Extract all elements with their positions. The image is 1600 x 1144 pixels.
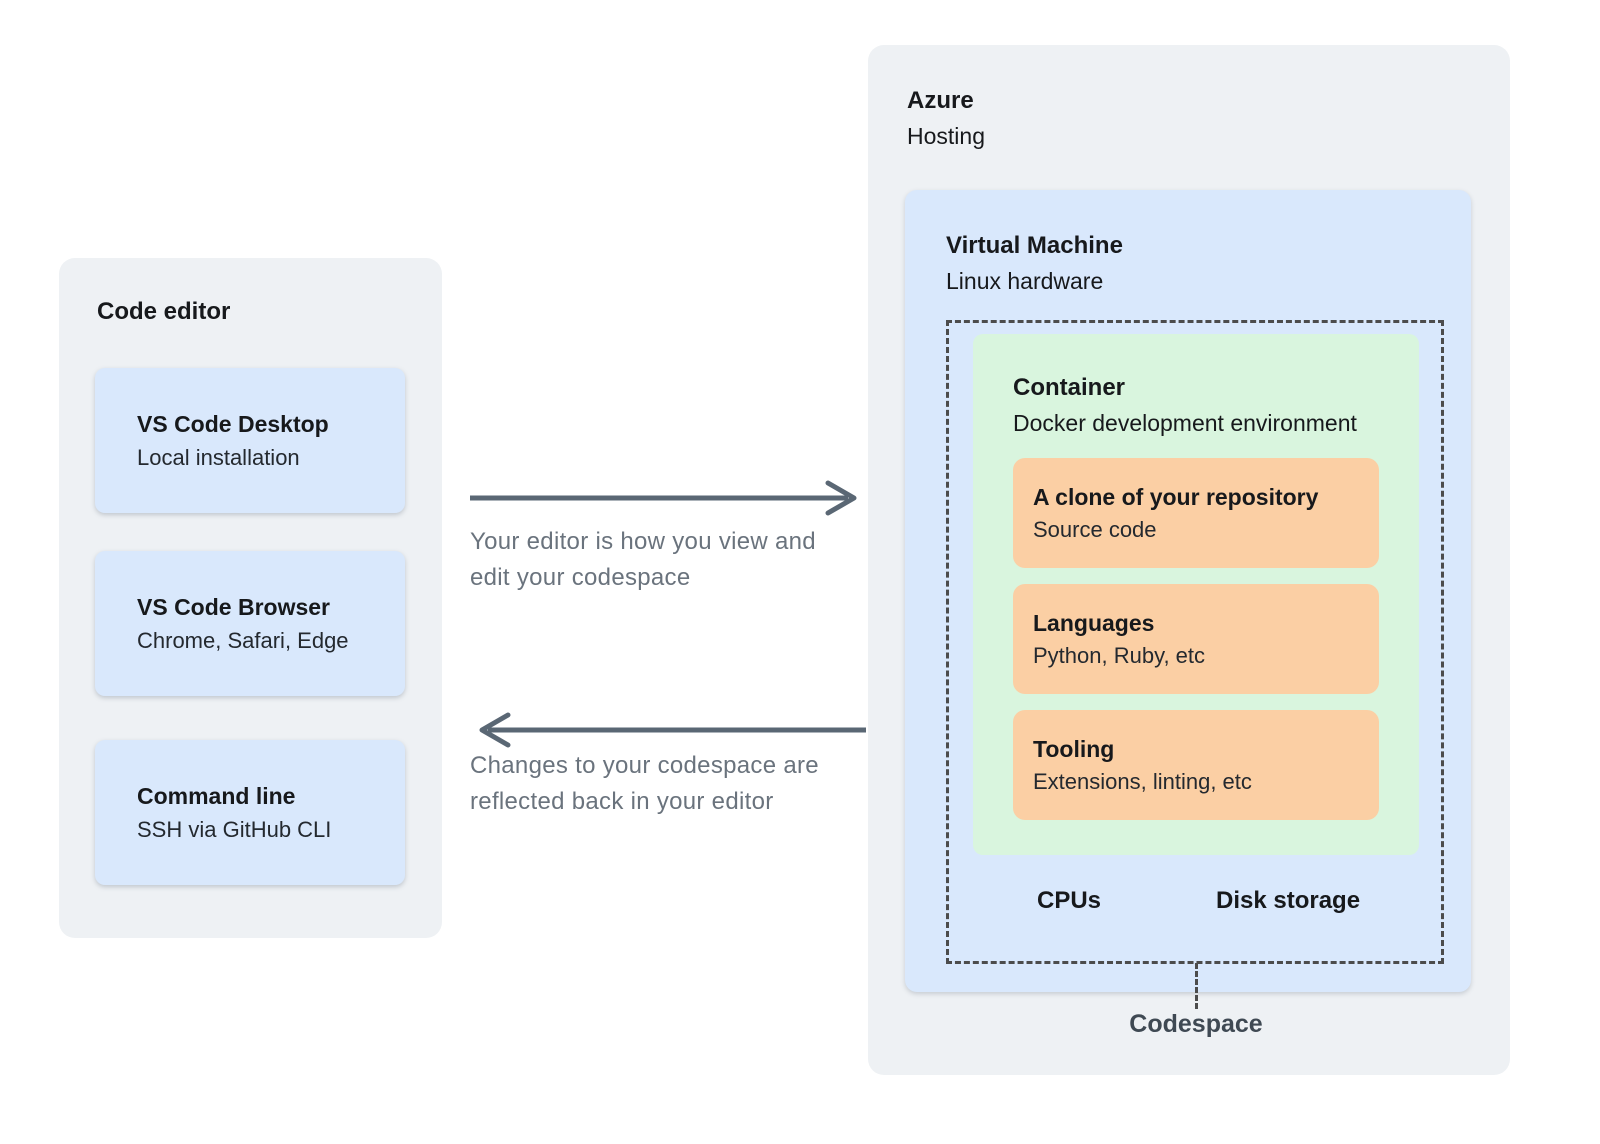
azure-title: Azure: [907, 87, 974, 114]
flow-caption-to-editor: Changes to your codespace are reflected …: [470, 748, 870, 820]
codespace-label: Codespace: [1129, 1010, 1263, 1038]
card-subtitle: Python, Ruby, etc: [1033, 642, 1206, 668]
card-title: VS Code Browser: [137, 593, 330, 620]
card-subtitle: Chrome, Safari, Edge: [137, 627, 349, 653]
repository-clone-card: A clone of your repository Source code: [1013, 458, 1379, 568]
flow-caption-line: edit your codespace: [470, 564, 691, 591]
container-title: Container: [1013, 374, 1126, 401]
card-subtitle: SSH via GitHub CLI: [137, 816, 332, 842]
disk-storage-label: Disk storage: [1216, 887, 1361, 914]
azure-subtitle: Hosting: [907, 123, 985, 149]
azure-panel: Azure Hosting Virtual Machine Linux hard…: [868, 45, 1510, 1075]
code-editor-panel: Code editor VS Code Desktop Local instal…: [59, 258, 442, 938]
tooling-card: Tooling Extensions, linting, etc: [1013, 710, 1379, 820]
container-subtitle: Docker development environment: [1013, 410, 1357, 436]
virtual-machine-box: Virtual Machine Linux hardware Container…: [905, 190, 1471, 992]
codespace-boundary: Container Docker development environment…: [946, 320, 1444, 964]
container-heading: Container Docker development environment: [1013, 374, 1357, 437]
card-subtitle: Extensions, linting, etc: [1033, 768, 1252, 794]
flow-caption-line: reflected back in your editor: [470, 788, 774, 815]
card-title: VS Code Desktop: [137, 410, 329, 437]
card-title: Languages: [1033, 609, 1155, 636]
flow-caption-to-codespace: Your editor is how you view and edit you…: [470, 524, 870, 596]
vm-heading: Virtual Machine Linux hardware: [946, 232, 1123, 295]
arrow-left-icon: [479, 712, 866, 748]
arrow-right-icon: [470, 480, 857, 516]
languages-card: Languages Python, Ruby, etc: [1013, 584, 1379, 694]
azure-heading: Azure Hosting: [907, 87, 985, 150]
flow-caption-line: Your editor is how you view and: [470, 528, 816, 555]
card-subtitle: Source code: [1033, 516, 1157, 542]
card-title: A clone of your repository: [1033, 483, 1319, 510]
vm-subtitle: Linux hardware: [946, 268, 1104, 294]
code-editor-title: Code editor: [97, 298, 231, 325]
flow-caption-line: Changes to your codespace are: [470, 752, 819, 779]
vs-code-browser-card: VS Code Browser Chrome, Safari, Edge: [95, 551, 405, 696]
vs-code-desktop-card: VS Code Desktop Local installation: [95, 368, 405, 513]
card-title: Tooling: [1033, 735, 1115, 762]
codespace-connector-line: [1195, 963, 1198, 1009]
command-line-card: Command line SSH via GitHub CLI: [95, 740, 405, 885]
vm-title: Virtual Machine: [946, 232, 1123, 259]
card-subtitle: Local installation: [137, 444, 300, 470]
container-box: Container Docker development environment…: [973, 334, 1419, 855]
cpus-label: CPUs: [1037, 887, 1102, 914]
card-title: Command line: [137, 782, 296, 809]
